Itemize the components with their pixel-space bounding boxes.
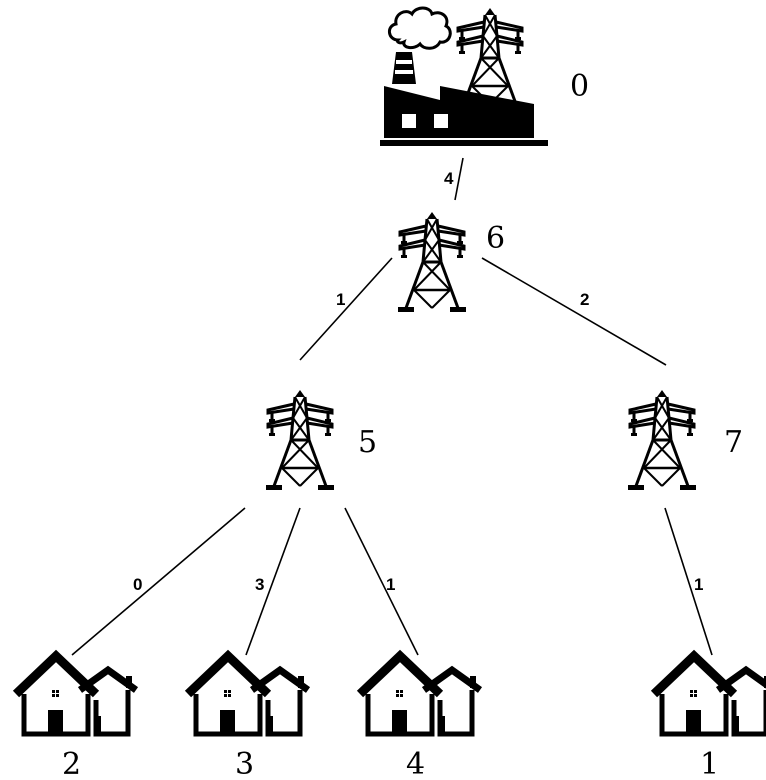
node-label-plant: 0 [570, 69, 589, 104]
tower-icon-5 [264, 388, 336, 492]
house-icon-4 [360, 656, 480, 734]
edge-label-t5-h2: 0 [133, 575, 142, 594]
edge-plant-t6 [454, 157, 464, 201]
node-label-h2: 2 [62, 747, 81, 780]
node-label-h1: 1 [700, 747, 719, 780]
edge-label-plant-t6: 4 [444, 169, 454, 188]
house-icon-2 [16, 656, 136, 734]
edge-label-t6-t5: 1 [336, 290, 345, 309]
edge-label-t5-h4: 1 [386, 575, 395, 594]
edge-t6-t7 [481, 257, 667, 366]
node-label-h3: 3 [235, 747, 254, 780]
edge-t7-h1 [664, 507, 713, 656]
tower-icon-6 [396, 210, 468, 314]
node-label-t7: 7 [724, 425, 743, 460]
node-labels: 0 6 5 7 2 3 4 1 [62, 69, 743, 780]
node-label-t5: 5 [358, 425, 377, 460]
house-icon-1 [654, 656, 766, 734]
edge-label-t7-h1: 1 [694, 575, 703, 594]
node-label-t6: 6 [486, 221, 505, 256]
edge-labels: 4 1 2 0 3 1 1 [133, 169, 703, 594]
house-icon-3 [188, 656, 308, 734]
edge-label-t5-h3: 3 [255, 575, 264, 594]
edge-t6-t5 [299, 257, 393, 361]
edge-t5-h2 [71, 507, 246, 656]
edge-label-t6-t7: 2 [580, 290, 589, 309]
edge-t5-h4 [344, 507, 419, 656]
tower-icon-7 [626, 388, 698, 492]
power-plant-icon [380, 6, 548, 146]
edges [71, 157, 713, 656]
edge-t5-h3 [245, 507, 301, 656]
node-label-h4: 4 [406, 747, 425, 780]
